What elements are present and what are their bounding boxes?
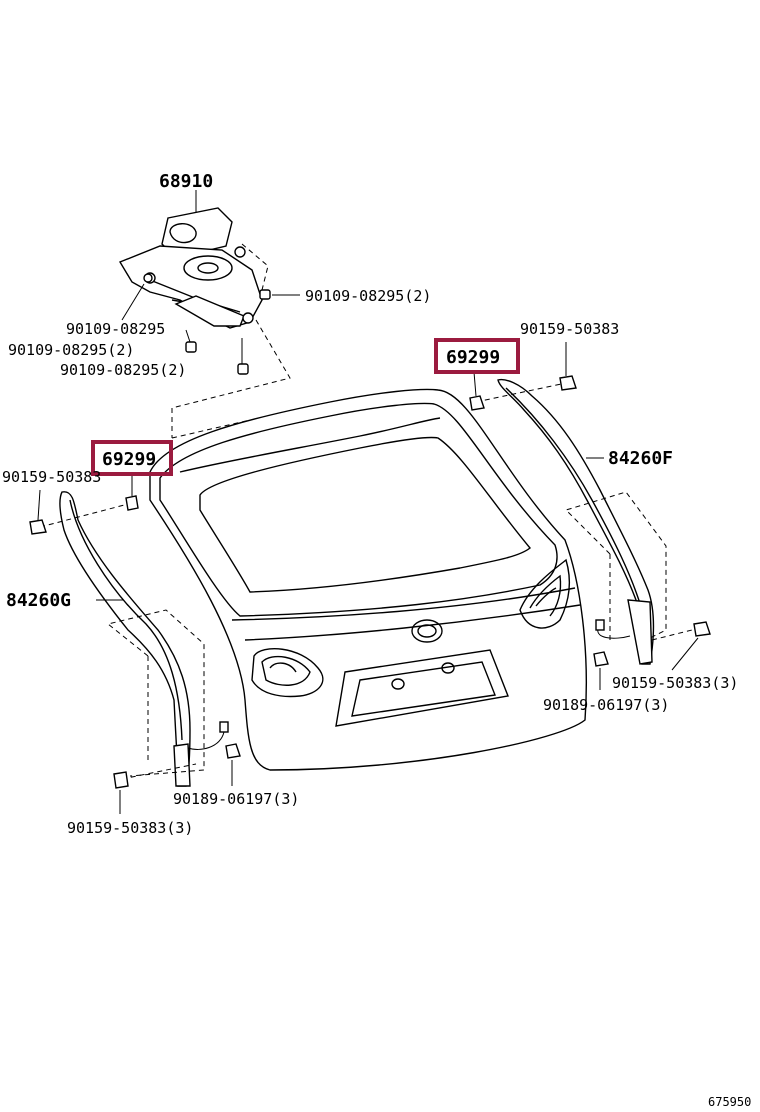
connector-left-part[interactable]	[187, 721, 241, 786]
bolt-left-3[interactable]	[237, 363, 249, 375]
clip-left-top-part[interactable]	[29, 489, 47, 535]
clip-right-top-part[interactable]	[559, 342, 577, 391]
label-clip-left-top[interactable]: 90159-50383	[2, 468, 101, 486]
label-connector-left[interactable]: 90189-06197(3)	[173, 790, 299, 808]
stopper-right-part[interactable]	[469, 371, 485, 411]
bolt-left-2[interactable]	[185, 329, 197, 353]
stopper-left-part[interactable]	[125, 474, 139, 511]
label-bolt-left-2[interactable]: 90109-08295(2)	[8, 341, 134, 359]
label-bolt-left-3[interactable]: 90109-08295(2)	[60, 361, 186, 379]
label-motor[interactable]: 68910	[159, 171, 213, 192]
bolt-left-1[interactable]	[121, 273, 153, 321]
label-clip-left-bottom[interactable]: 90159-50383(3)	[67, 819, 193, 837]
weatherstrip-left[interactable]	[59, 491, 191, 787]
label-weatherstrip-right[interactable]: 84260F	[608, 448, 673, 469]
clip-right-bottom-part[interactable]	[671, 621, 711, 671]
connector-right-part[interactable]	[593, 619, 631, 690]
bolt-right-top[interactable]	[259, 289, 300, 300]
label-clip-right-bottom[interactable]: 90159-50383(3)	[612, 674, 738, 692]
label-bolt-right-top[interactable]: 90109-08295(2)	[305, 287, 431, 305]
back-door-panel[interactable]	[149, 388, 587, 771]
clip-left-bottom-part[interactable]	[113, 771, 129, 814]
highlight-box-stopper-left	[91, 440, 173, 476]
label-weatherstrip-left[interactable]: 84260G	[6, 590, 71, 611]
label-clip-right-top[interactable]: 90159-50383	[520, 320, 619, 338]
weatherstrip-right[interactable]	[497, 378, 655, 665]
label-connector-right[interactable]: 90189-06197(3)	[543, 696, 669, 714]
diagram-id: 675950	[708, 1095, 751, 1109]
label-bolt-left-1[interactable]: 90109-08295	[66, 320, 165, 338]
label-stopper-left[interactable]: 69299	[102, 449, 156, 470]
motor-assembly[interactable]	[118, 207, 263, 329]
label-stopper-right[interactable]: 69299	[446, 347, 500, 368]
highlight-box-stopper-right	[434, 338, 520, 374]
